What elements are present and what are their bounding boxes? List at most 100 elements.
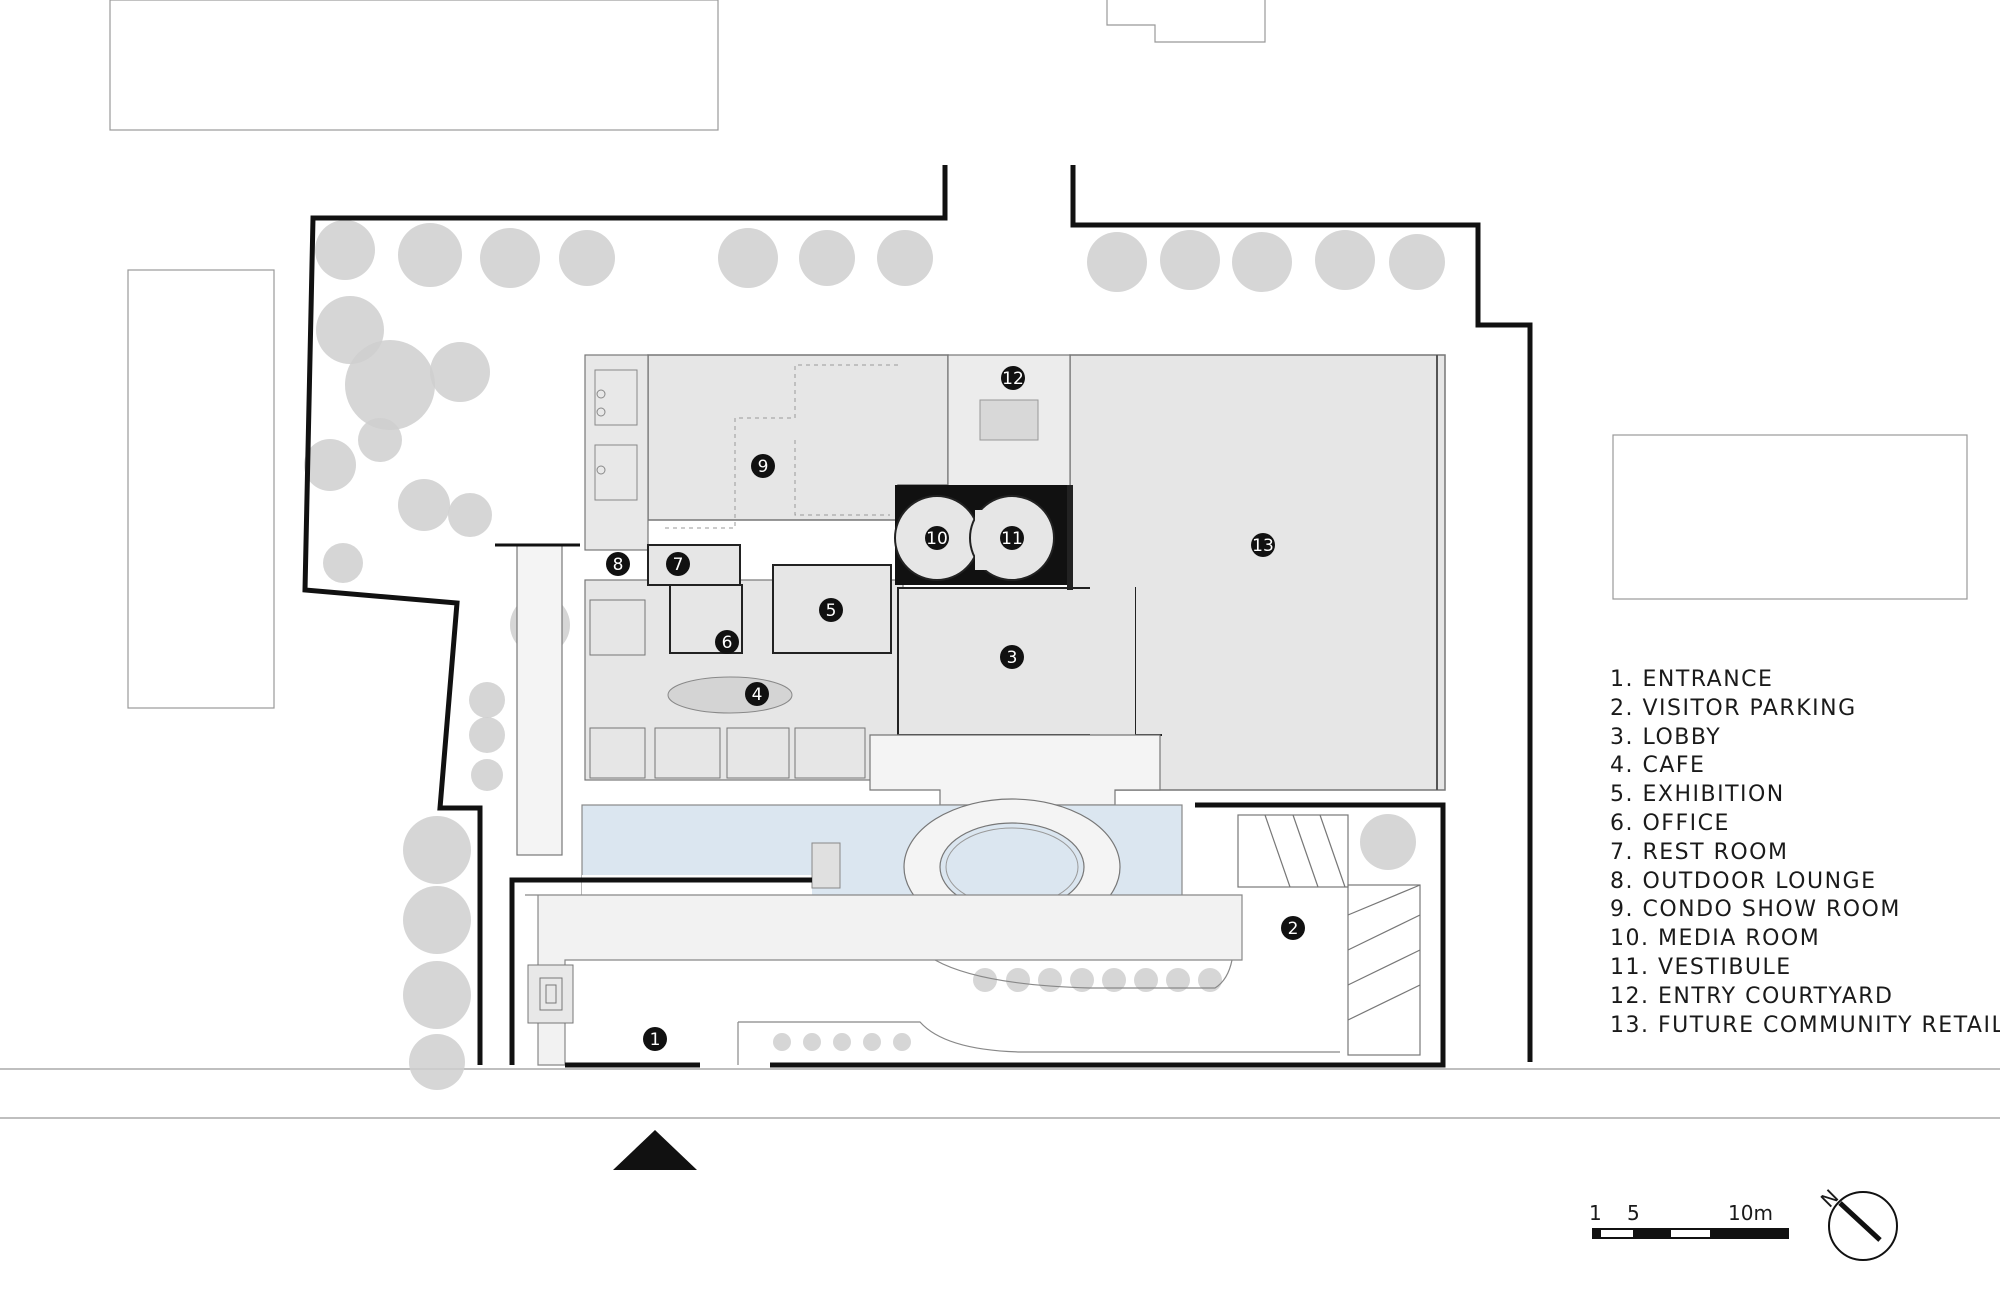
room-marker-label: 1 <box>650 1030 661 1050</box>
tree-canopy <box>403 961 471 1029</box>
entry-canopy <box>869 734 1161 806</box>
tree-canopy <box>833 1033 851 1051</box>
tree-canopy <box>304 439 356 491</box>
room-marker-label: 10 <box>926 529 948 549</box>
tree-canopy <box>773 1033 791 1051</box>
legend-item-9: 9. CONDO SHOW ROOM <box>1610 897 1901 923</box>
tree-canopy <box>973 968 997 992</box>
room-marker-label: 13 <box>1252 536 1274 556</box>
room-marker-4: 4 <box>745 682 769 706</box>
tree-canopy <box>403 816 471 884</box>
scale-label-1: 1 <box>1589 1201 1602 1225</box>
tree-canopy <box>315 220 375 280</box>
room-marker-label: 7 <box>673 555 684 575</box>
site-boundary <box>302 165 1533 1068</box>
tree-canopy <box>358 418 402 462</box>
tree-canopy <box>1198 968 1222 992</box>
side-walkway <box>516 544 563 856</box>
scale-bar: 1 5 10m <box>1589 1201 1789 1239</box>
legend-item-13: 13. FUTURE COMMUNITY RETAIL <box>1610 1012 2000 1038</box>
room-marker-label: 6 <box>722 633 733 653</box>
tree-canopy <box>1102 968 1126 992</box>
room-marker-6: 6 <box>715 630 739 654</box>
room-marker-10: 10 <box>925 526 949 550</box>
tree-canopy <box>448 493 492 537</box>
room-marker-8: 8 <box>606 552 630 576</box>
tree-canopy <box>398 479 450 531</box>
tree-canopy <box>877 230 933 286</box>
tree-canopy <box>799 230 855 286</box>
tree-canopy <box>893 1033 911 1051</box>
entrance-planter <box>527 964 574 1024</box>
outdoor-lounge-strip <box>584 354 649 551</box>
legend-item-3: 3. LOBBY <box>1610 724 1722 750</box>
tree-canopy <box>1160 230 1220 290</box>
legend-item-4: 4. CAFE <box>1610 753 1706 779</box>
street <box>0 1068 2000 1119</box>
legend-item-11: 11. VESTIBULE <box>1610 954 1792 980</box>
tree-canopy <box>1166 968 1190 992</box>
tree-canopy <box>1315 230 1375 290</box>
room-marker-7: 7 <box>666 552 690 576</box>
tree-canopy <box>403 886 471 954</box>
legend-item-7: 7. REST ROOM <box>1610 839 1789 865</box>
tree-canopy <box>1070 968 1094 992</box>
rest-room <box>647 544 741 586</box>
room-marker-5: 5 <box>819 598 843 622</box>
north-arrow-icon: N <box>1816 1185 1898 1261</box>
room-marker-1: 1 <box>643 1027 667 1051</box>
cafe-counter <box>667 676 793 714</box>
room-marker-label: 5 <box>826 601 837 621</box>
room-marker-label: 3 <box>1007 648 1018 668</box>
tree-canopy <box>1038 968 1062 992</box>
visitor-parking-stalls <box>1237 814 1421 1056</box>
room-marker-label: 12 <box>1002 369 1024 389</box>
room-marker-2: 2 <box>1281 916 1305 940</box>
room-marker-13: 13 <box>1251 533 1275 557</box>
tree-canopy <box>1006 968 1030 992</box>
tree-canopy <box>471 759 503 791</box>
tree-canopy <box>1360 814 1416 870</box>
legend-item-12: 12. ENTRY COURTYARD <box>1610 983 1894 1009</box>
room-marker-label: 9 <box>758 457 769 477</box>
tree-canopy <box>323 543 363 583</box>
legend-item-5: 5. EXHIBITION <box>1610 782 1785 808</box>
legend: 1. ENTRANCE 2. VISITOR PARKING 3. LOBBY … <box>1610 666 2000 1040</box>
tree-canopy <box>559 230 615 286</box>
room-marker-label: 11 <box>1001 529 1023 549</box>
room-marker-3: 3 <box>1000 645 1024 669</box>
legend-item-8: 8. OUTDOOR LOUNGE <box>1610 868 1877 894</box>
room-marker-12: 12 <box>1001 366 1025 390</box>
triangle-up-icon <box>613 1130 697 1170</box>
tree-canopy <box>398 223 462 287</box>
tree-canopy <box>1232 232 1292 292</box>
room-marker-label: 2 <box>1288 919 1299 939</box>
scale-label-5: 5 <box>1627 1201 1640 1225</box>
tree-canopy <box>718 228 778 288</box>
tree-canopy <box>863 1033 881 1051</box>
tree-canopy <box>409 1034 465 1090</box>
room-marker-9: 9 <box>751 454 775 478</box>
scale-label-10m: 10m <box>1728 1201 1773 1225</box>
neighbor-buildings <box>109 0 1968 709</box>
tree-canopy <box>1389 234 1445 290</box>
room-marker-11: 11 <box>1000 526 1024 550</box>
tree-canopy <box>1134 968 1158 992</box>
room-marker-label: 4 <box>752 685 763 705</box>
tree-canopy <box>430 342 490 402</box>
tree-canopy <box>469 717 505 753</box>
tree-canopy <box>480 228 540 288</box>
legend-item-6: 6. OFFICE <box>1610 810 1730 836</box>
legend-item-1: 1. ENTRANCE <box>1610 667 1774 692</box>
tree-canopy <box>345 340 435 430</box>
tree-canopy <box>1087 232 1147 292</box>
legend-item-2: 2. VISITOR PARKING <box>1610 695 1857 721</box>
room-marker-label: 8 <box>613 555 624 575</box>
legend-item-10: 10. MEDIA ROOM <box>1610 926 1821 952</box>
trees <box>304 220 1445 1090</box>
tree-canopy <box>803 1033 821 1051</box>
north-label: N <box>1816 1185 1844 1213</box>
tree-canopy <box>469 682 505 718</box>
